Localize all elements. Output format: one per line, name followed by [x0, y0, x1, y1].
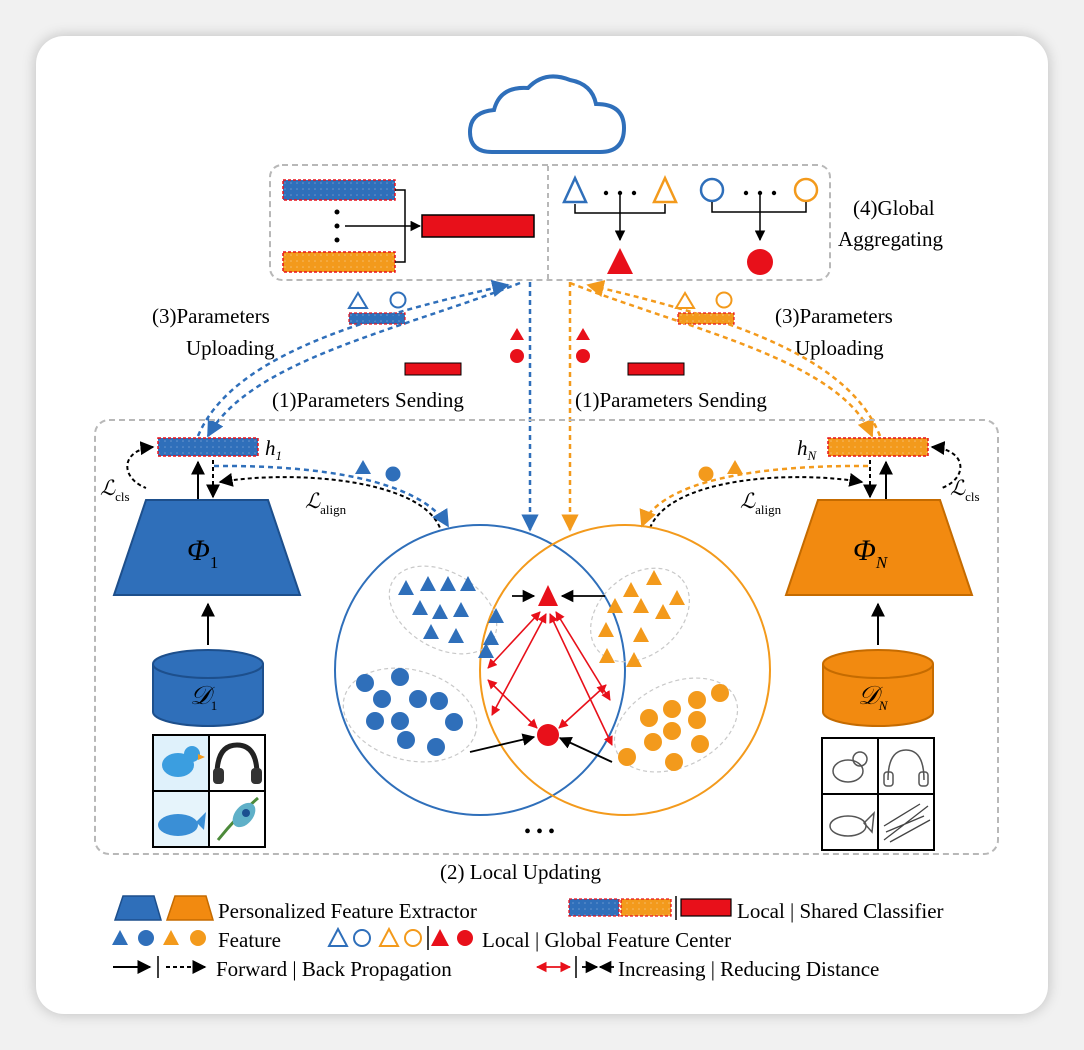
loss-cls-left: ℒcls	[100, 476, 130, 504]
legend-row1-right: Local | Shared Classifier	[737, 899, 944, 923]
clientN-triangle-features	[598, 570, 685, 667]
global-aggregating-label-1: (4)Global	[853, 196, 935, 220]
legend-row3-left: Forward | Back Propagation	[216, 957, 452, 981]
params-sending-left: (1)Parameters Sending	[272, 388, 464, 412]
local-center-triangle-orange-icon	[652, 174, 678, 204]
clientN-feature-space	[479, 524, 771, 816]
dataset-clientN-icon	[822, 649, 934, 727]
shared-classifier	[421, 214, 535, 238]
local-classifier-orange	[282, 251, 396, 273]
local-center-triangle-blue-icon	[562, 174, 588, 204]
legend-row3-right: Increasing | Reducing Distance	[618, 957, 879, 981]
h1-label: h1	[265, 436, 282, 463]
global-center-circle-icon	[747, 249, 773, 275]
legend: Personalized Feature Extractor Local | S…	[112, 895, 944, 981]
global-aggregating-label-2: Aggregating	[838, 227, 943, 251]
params-uploading-left-2: Uploading	[186, 336, 275, 360]
params-sending-right: (1)Parameters Sending	[575, 388, 767, 412]
legend-row1-left: Personalized Feature Extractor	[218, 899, 477, 923]
phiN-label: ΦN	[853, 534, 889, 572]
local-updating-label: (2) Local Updating	[440, 860, 601, 884]
clientN-circle-features	[618, 684, 729, 771]
client1-feature-space	[334, 524, 626, 816]
client1-local-classifier	[157, 437, 259, 457]
legend-row2-left: Feature	[218, 928, 281, 952]
feature-extractor-client1	[112, 499, 302, 596]
server-aggregation-box	[269, 164, 831, 281]
loss-align-left: ℒalign	[305, 489, 347, 517]
cloud-icon	[467, 74, 627, 154]
feature-extractor-clientN	[784, 499, 974, 596]
feature-space-global-triangle	[538, 585, 558, 606]
loss-align-right: ℒalign	[740, 489, 782, 517]
client1-sample-images	[152, 734, 266, 848]
params-uploading-left-1: (3)Parameters	[152, 304, 270, 328]
loss-cls-right: ℒcls	[950, 476, 980, 504]
clientN-local-classifier	[827, 437, 929, 457]
local-center-circle-blue-icon	[699, 177, 725, 203]
phi1-label: Φ1	[187, 534, 218, 572]
dataset-client1-icon	[152, 649, 264, 727]
params-uploading-right-1: (3)Parameters	[775, 304, 893, 328]
global-center-triangle-icon	[607, 248, 633, 274]
local-updating-box	[94, 419, 999, 855]
feature-space-global-circle	[537, 724, 559, 746]
params-uploading-right-2: Uploading	[795, 336, 884, 360]
hN-label: hN	[797, 436, 818, 463]
client-ellipsis: • • •	[524, 821, 555, 843]
client1-circle-features	[356, 668, 463, 756]
legend-row2-right: Local | Global Feature Center	[482, 928, 731, 952]
local-center-circle-orange-icon	[793, 177, 819, 203]
clientN-sample-images	[821, 737, 935, 851]
local-classifier-blue	[282, 179, 396, 201]
